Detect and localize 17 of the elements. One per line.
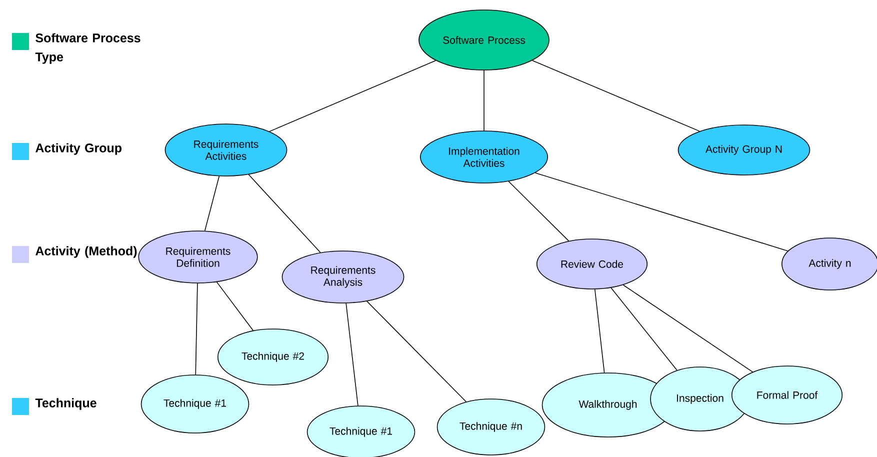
legend-label: Activity Group xyxy=(36,143,122,155)
connector-line xyxy=(534,172,788,252)
connector-line xyxy=(195,283,198,375)
connector-line xyxy=(508,180,570,242)
legend-label: Activity (Method) xyxy=(36,246,137,258)
legend-label: Software Process Type xyxy=(35,33,140,64)
connector-line xyxy=(204,176,220,232)
legend-label: Technique xyxy=(35,398,96,410)
connector-line xyxy=(622,284,754,372)
connector-line xyxy=(610,287,678,371)
connector-line xyxy=(269,60,436,132)
connector-line xyxy=(532,60,700,132)
connector-line xyxy=(594,288,605,374)
connector-line xyxy=(346,302,358,406)
connector-line xyxy=(248,174,321,253)
connector-line xyxy=(216,282,254,331)
connector-line xyxy=(366,300,467,402)
